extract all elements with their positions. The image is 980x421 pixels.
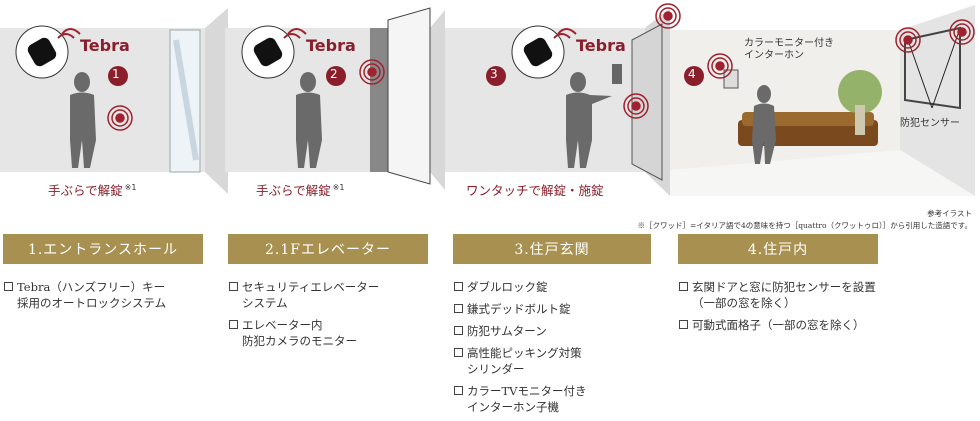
caption-2-text: 手ぶらで解錠: [256, 183, 331, 198]
checkbox-icon: [679, 282, 688, 291]
checkbox-icon: [454, 304, 463, 313]
list-item: ダブルロック錠: [453, 279, 668, 295]
list-item-text: 鎌式デッドボルト錠: [467, 302, 571, 316]
section-list-entry: ダブルロック錠 鎌式デッドボルト錠 防犯サムターン 高性能ピッキング対策 シリン…: [453, 279, 668, 421]
list-item-text: 防犯サムターン: [467, 324, 547, 338]
list-item: セキュリティエレベーター システム: [228, 279, 443, 311]
caption-2-footnote: ※1: [332, 182, 345, 192]
checkbox-icon: [454, 326, 463, 335]
section-title-entrance: 1.エントランスホール: [3, 234, 203, 264]
checkbox-icon: [679, 320, 688, 329]
caption-1-footnote: ※1: [124, 182, 137, 192]
list-item-text: 可動式面格子（一部の窓を除く）: [692, 318, 865, 332]
caption-1-text: 手ぶらで解錠: [48, 183, 123, 198]
step-4-badge: [684, 66, 704, 86]
checkbox-icon: [4, 282, 13, 291]
list-item-text: エレベーター内 防犯カメラのモニター: [242, 318, 357, 348]
caption-2: 手ぶらで解錠※1: [256, 180, 344, 199]
checkbox-icon: [229, 320, 238, 329]
checkbox-icon: [454, 348, 463, 357]
list-item: 高性能ピッキング対策 シリンダー: [453, 345, 668, 377]
brand-label-3: Tebra: [576, 36, 626, 55]
step-3-badge: [486, 66, 506, 86]
ref-footnote: ※［クワッド］=イタリア語で4の意味を持つ［quattro（クワットゥロ）］から…: [637, 221, 973, 230]
brand-label-1: Tebra: [80, 36, 130, 55]
list-item: Tebra（ハンズフリー）キー 採用のオートロックシステム: [3, 279, 218, 311]
section-title-entry: 3.住戸玄関: [453, 234, 651, 264]
section-title-interior: 4.住戸内: [678, 234, 878, 264]
checkbox-icon: [454, 386, 463, 395]
checkbox-icon: [229, 282, 238, 291]
brand-label-2: Tebra: [306, 36, 356, 55]
list-item-text: 玄関ドアと窓に防犯センサーを設置 （一部の窓を除く）: [692, 280, 876, 310]
list-item: 鎌式デッドボルト錠: [453, 301, 668, 317]
section-list-entrance: Tebra（ハンズフリー）キー 採用のオートロックシステム: [3, 279, 218, 317]
list-item: 可動式面格子（一部の窓を除く）: [678, 317, 978, 333]
section-list-elevator: セキュリティエレベーター システム エレベーター内 防犯カメラのモニター: [228, 279, 443, 355]
list-item: エレベーター内 防犯カメラのモニター: [228, 317, 443, 349]
list-item-text: 高性能ピッキング対策 シリンダー: [467, 346, 582, 376]
step-number-3: 3: [490, 67, 498, 81]
ref-illustration-label: 参考イラスト: [927, 209, 972, 218]
intercom-label: カラーモニター付き インターホン: [744, 38, 834, 61]
caption-1: 手ぶらで解錠※1: [48, 180, 136, 199]
step-number-1: 1: [112, 67, 120, 81]
list-item-text: Tebra（ハンズフリー）キー 採用のオートロックシステム: [17, 280, 167, 310]
section-title-elevator: 2.1Fエレベーター: [228, 234, 428, 264]
checkbox-icon: [454, 282, 463, 291]
sensor-label: 防犯センサー: [900, 118, 960, 129]
step-2-badge: [326, 66, 346, 86]
section-list-interior: 玄関ドアと窓に防犯センサーを設置 （一部の窓を除く） 可動式面格子（一部の窓を除…: [678, 279, 978, 339]
step-1-badge: [108, 66, 128, 86]
caption-3: ワンタッチで解錠・施錠: [466, 180, 604, 199]
caption-3-text: ワンタッチで解錠・施錠: [466, 183, 604, 198]
list-item: 玄関ドアと窓に防犯センサーを設置 （一部の窓を除く）: [678, 279, 978, 311]
list-item-text: カラーTVモニター付き インターホン子機: [467, 384, 587, 414]
security-illustration: [0, 3, 975, 196]
list-item-text: ダブルロック錠: [467, 280, 548, 294]
step-number-2: 2: [330, 67, 338, 81]
list-item: 防犯サムターン: [453, 323, 668, 339]
step-number-4: 4: [688, 67, 696, 81]
list-item: カラーTVモニター付き インターホン子機: [453, 383, 668, 415]
list-item-text: セキュリティエレベーター システム: [242, 280, 380, 310]
